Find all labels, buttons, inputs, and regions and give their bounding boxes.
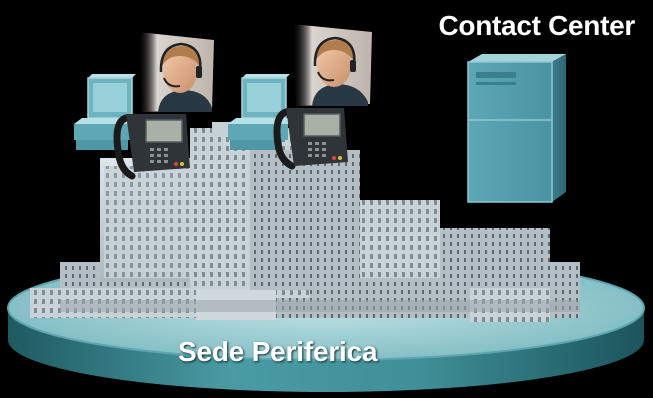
ip-phone-icon <box>113 114 190 180</box>
desktop-computer-icon <box>74 74 142 150</box>
agent-station-2 <box>228 24 372 170</box>
contact-center-label: Contact Center <box>438 10 636 41</box>
agent-with-headset-photo <box>292 24 372 106</box>
agent-station-1 <box>74 32 214 180</box>
site-label: Sede Periferica <box>178 336 378 367</box>
desktop-computer-icon <box>228 74 296 150</box>
ip-phone-icon <box>273 108 348 170</box>
agent-with-headset-photo <box>138 32 214 112</box>
server-tower-icon <box>467 54 566 203</box>
office-building-image <box>30 122 580 322</box>
